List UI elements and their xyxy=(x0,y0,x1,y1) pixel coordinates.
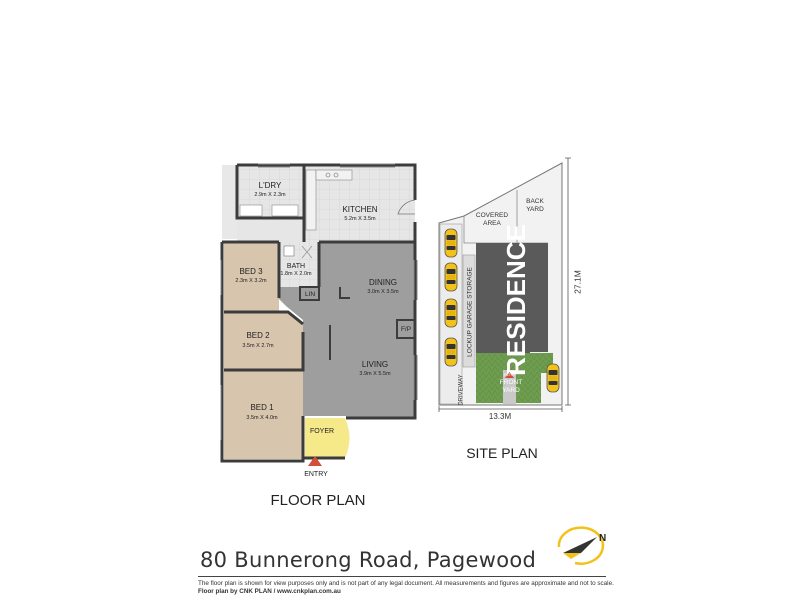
property-address: 80 Bunnerong Road, Pagewood xyxy=(200,548,537,572)
label-linen: LIN xyxy=(305,291,315,298)
dims-dining: 3.0m X 3.5m xyxy=(367,289,399,295)
disclaimer-text: The floor plan is shown for view purpose… xyxy=(198,580,614,587)
dim-width: 13.3M xyxy=(489,412,512,421)
front-path xyxy=(503,370,516,404)
dims-laundry: 2.9m X 2.3m xyxy=(254,192,286,198)
label-garage: LOCKUP GARAGE STORAGE xyxy=(467,266,474,356)
site-plan: COVERED AREA BACK YARD FRONT YARD RESIDE… xyxy=(438,157,582,461)
label-living: LIVING xyxy=(362,360,388,369)
compass-icon: N xyxy=(557,526,606,565)
dims-bed2: 3.5m X 2.7m xyxy=(242,343,274,349)
bed1-room xyxy=(224,370,303,459)
car-icon xyxy=(444,228,458,258)
label-site-entry: ENTRY xyxy=(504,373,516,377)
dim-depth: 27.1M xyxy=(572,270,582,294)
label-frontyard-1: FRONT xyxy=(500,379,522,386)
car-icon xyxy=(444,298,458,328)
label-frontyard-2: YARD xyxy=(502,387,520,394)
svg-text:N: N xyxy=(599,533,606,544)
label-residence: RESIDENCE xyxy=(501,224,531,376)
dims-kitchen: 5.2m X 3.5m xyxy=(344,216,376,222)
label-fireplace: F/P xyxy=(401,326,411,333)
label-backyard-2: YARD xyxy=(526,206,544,213)
hall-back xyxy=(237,218,304,242)
site-plan-title: SITE PLAN xyxy=(466,445,538,461)
label-entry: ENTRY xyxy=(304,471,328,478)
label-bed2: BED 2 xyxy=(246,331,270,340)
dims-living: 3.9m X 5.5m xyxy=(359,371,391,377)
label-bed3: BED 3 xyxy=(239,267,263,276)
side-path xyxy=(222,165,238,239)
kitchen-bench xyxy=(305,169,317,231)
garage-strip xyxy=(462,254,476,368)
residence-block xyxy=(476,243,548,367)
dims-bed3: 2.3m X 3.2m xyxy=(235,278,267,284)
footer-divider xyxy=(198,576,606,577)
label-driveway: DRIVEWAY xyxy=(459,374,465,405)
car-icon xyxy=(444,262,458,292)
dims-bath: 1.8m X 2.0m xyxy=(280,271,312,277)
label-foyer: FOYER xyxy=(310,428,334,435)
car-icon xyxy=(444,337,458,367)
label-dining: DINING xyxy=(369,278,397,287)
toilet xyxy=(283,245,295,257)
living-dining-area xyxy=(278,242,415,418)
label-covered-2: AREA xyxy=(483,220,501,227)
car-icon xyxy=(546,363,560,393)
dims-bed1: 3.5m X 4.0m xyxy=(246,415,278,421)
label-covered-1: COVERED xyxy=(476,212,508,219)
bed2-room xyxy=(224,312,303,370)
foyer-room xyxy=(305,418,350,458)
label-kitchen: KITCHEN xyxy=(342,205,377,214)
label-backyard-1: BACK xyxy=(526,198,544,205)
label-laundry: L'DRY xyxy=(259,181,282,190)
credit-text: Floor plan by CNK PLAN / www.cnkplan.com… xyxy=(198,588,341,595)
bed3-room xyxy=(224,242,279,312)
label-bed1: BED 1 xyxy=(250,403,274,412)
floor-plan: L'DRY 2.9m X 2.3m KITCHEN 5.2m X 3.5m BA… xyxy=(220,163,418,509)
entry-arrow-icon xyxy=(505,372,514,378)
floor-plan-title: FLOOR PLAN xyxy=(270,492,365,509)
walls xyxy=(220,163,417,463)
label-bath: BATH xyxy=(287,263,305,270)
entry-arrow-icon xyxy=(308,456,322,466)
door-swing xyxy=(397,199,416,215)
